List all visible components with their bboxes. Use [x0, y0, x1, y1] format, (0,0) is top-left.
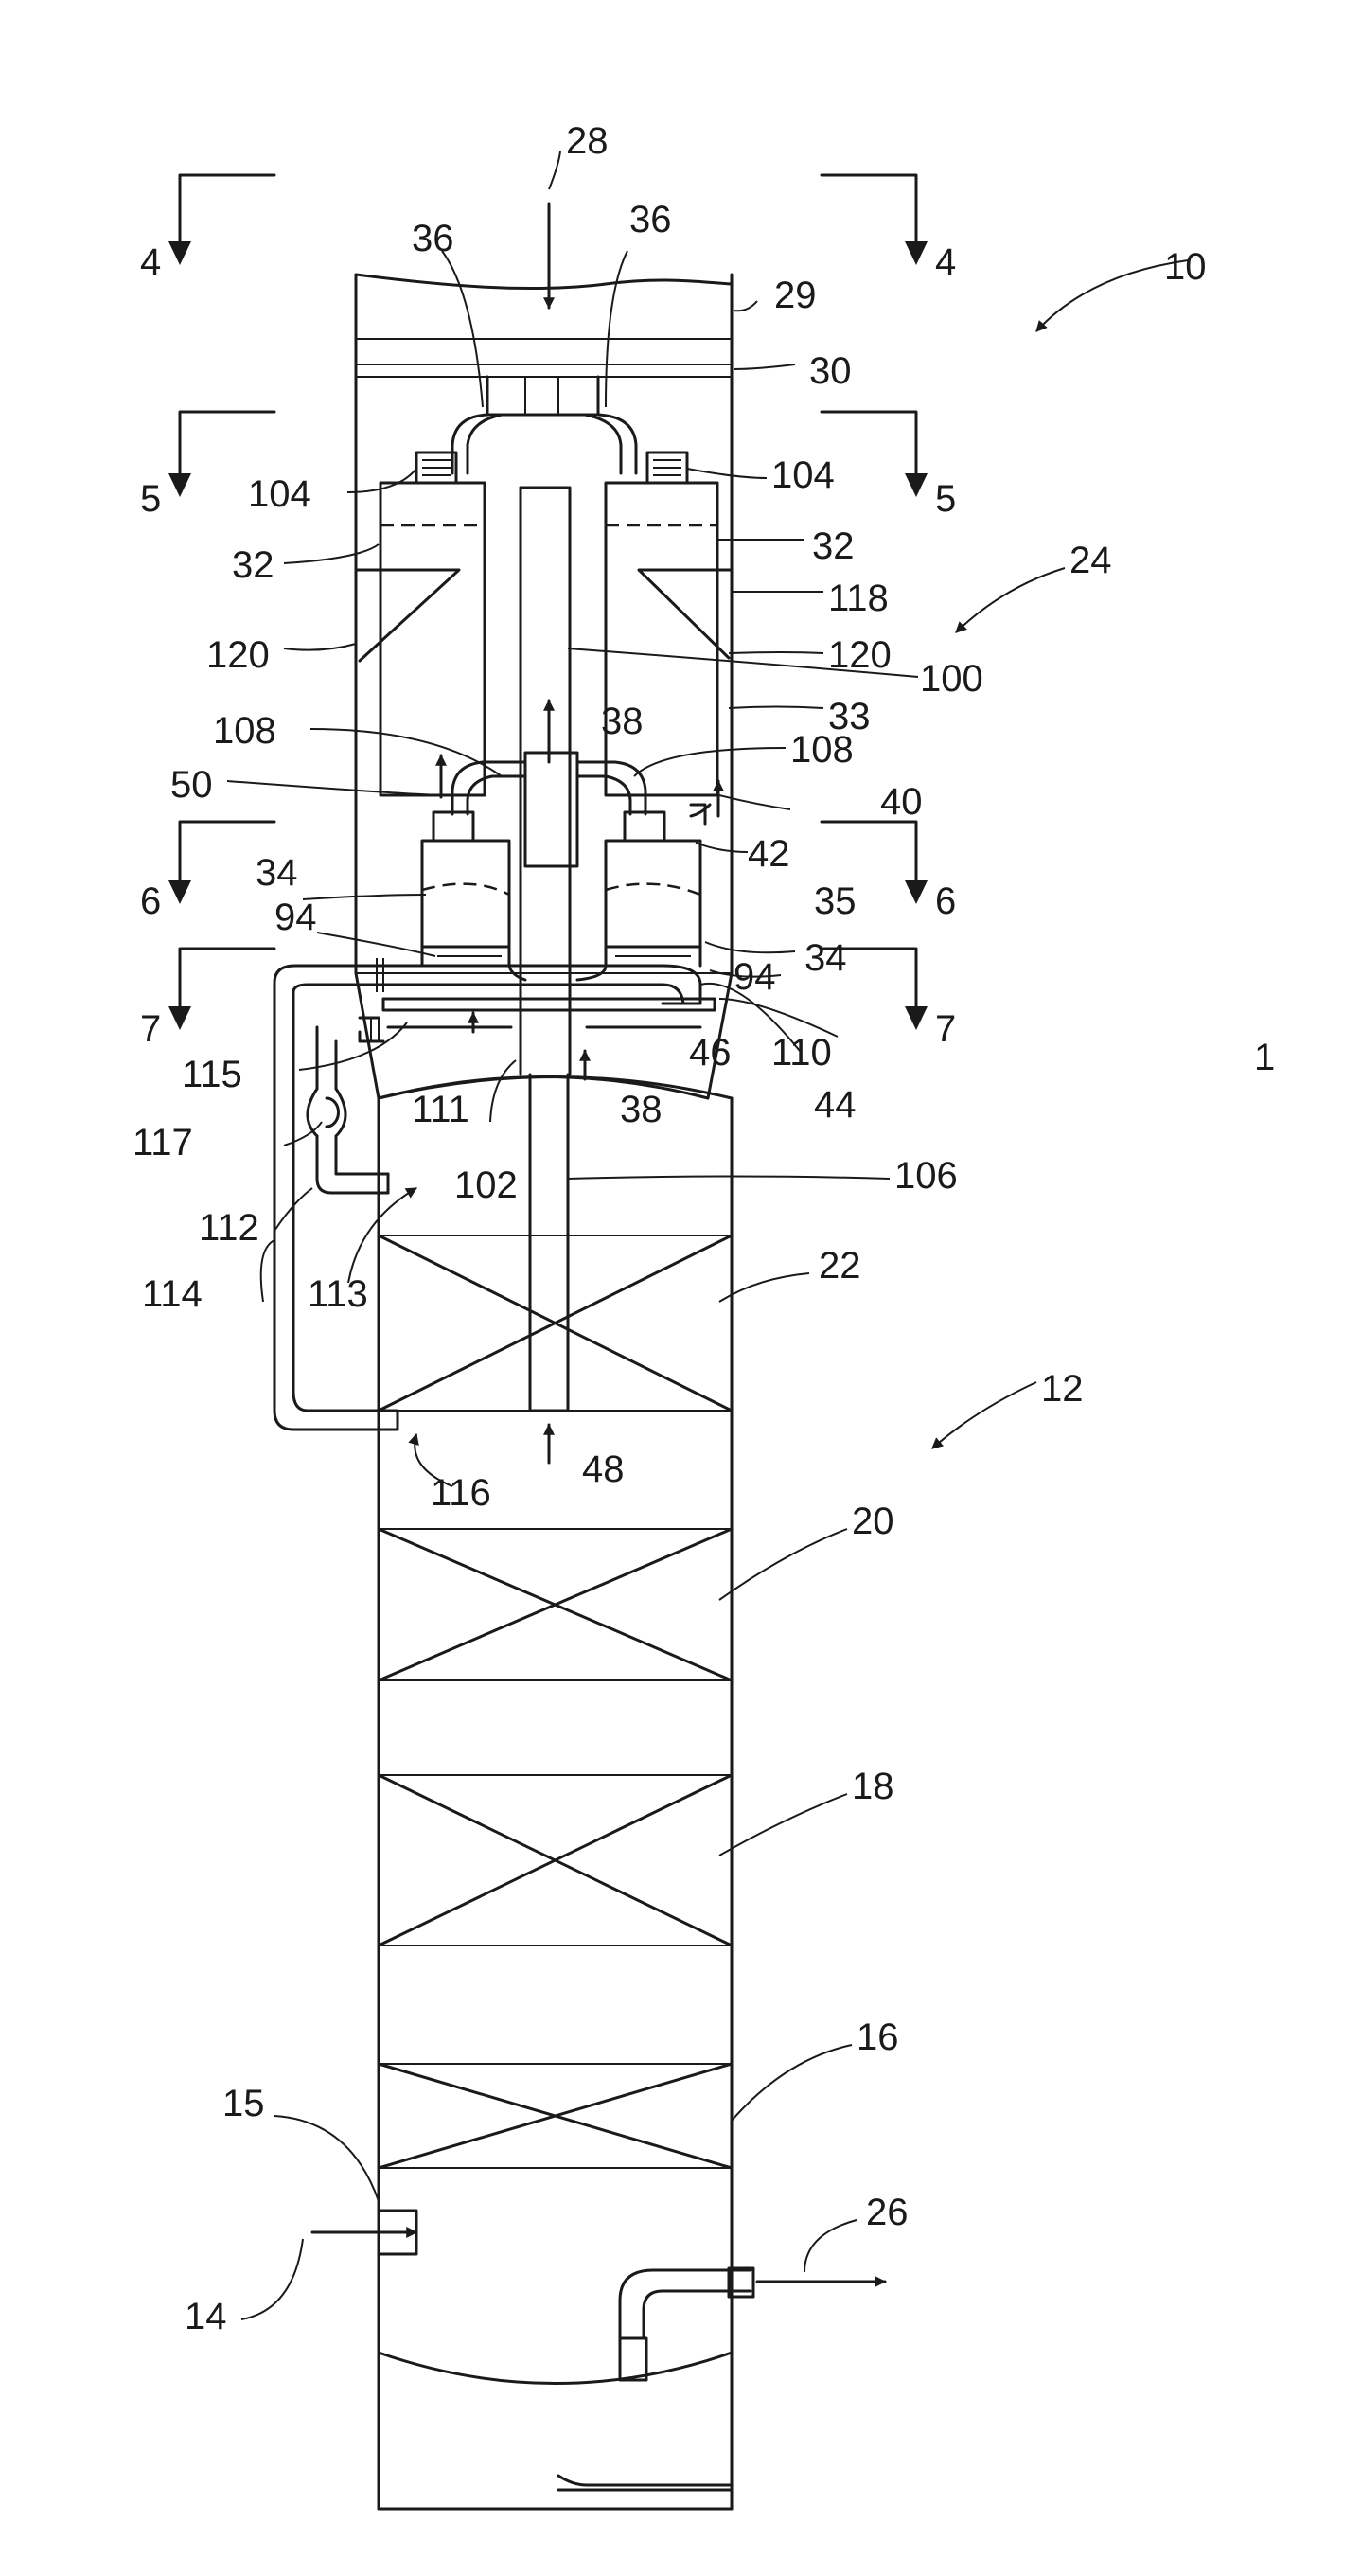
label-106: 106 — [894, 1155, 958, 1197]
label-6-left: 6 — [140, 880, 161, 922]
label-112: 112 — [199, 1207, 259, 1249]
label-116: 116 — [431, 1472, 491, 1514]
label-10: 10 — [1164, 246, 1207, 288]
label-46: 46 — [689, 1032, 732, 1074]
label-24: 24 — [1069, 540, 1112, 581]
label-1: 1 — [1254, 1037, 1275, 1078]
label-110: 110 — [771, 1032, 832, 1074]
reference-numerals: 28 4 4 36 36 10 29 30 5 5 104 104 32 32 … — [133, 120, 1275, 2337]
label-40: 40 — [880, 781, 923, 823]
label-104-right: 104 — [771, 454, 835, 496]
central-riser — [521, 488, 577, 1411]
upper-vessel — [356, 275, 732, 1098]
label-108-left: 108 — [213, 710, 276, 752]
label-38-upper: 38 — [601, 701, 644, 742]
inlet-distributor — [416, 377, 687, 483]
label-7-right: 7 — [935, 1008, 956, 1050]
label-5-right: 5 — [935, 478, 956, 520]
label-6-right: 6 — [935, 880, 956, 922]
label-5-left: 5 — [140, 478, 161, 520]
label-108-right: 108 — [790, 729, 854, 771]
label-114: 114 — [142, 1273, 203, 1315]
label-115: 115 — [182, 1054, 242, 1095]
label-48: 48 — [582, 1448, 625, 1490]
label-32-left: 32 — [232, 544, 274, 586]
label-32-right: 32 — [812, 525, 855, 567]
label-29: 29 — [774, 275, 817, 316]
label-18: 18 — [852, 1766, 894, 1807]
label-7-left: 7 — [140, 1008, 161, 1050]
label-22: 22 — [819, 1245, 861, 1287]
flow-arrows — [312, 204, 885, 2282]
label-100: 100 — [920, 658, 983, 700]
label-20: 20 — [852, 1501, 894, 1542]
label-120-right: 120 — [828, 634, 892, 676]
label-102: 102 — [454, 1164, 518, 1206]
upper-catalyst-beds — [356, 483, 732, 795]
product-outlet — [620, 2268, 753, 2380]
label-16: 16 — [857, 2016, 899, 2058]
lower-vessel — [379, 1077, 732, 2510]
label-111: 111 — [412, 1089, 469, 1130]
label-34-right: 34 — [804, 937, 847, 979]
label-38-lower: 38 — [620, 1089, 663, 1130]
transfer-piping — [274, 958, 715, 1041]
label-26: 26 — [866, 2192, 909, 2233]
label-94-left: 94 — [274, 897, 317, 938]
label-94-right: 94 — [734, 956, 776, 998]
label-35: 35 — [814, 880, 857, 922]
label-36-left: 36 — [412, 218, 454, 259]
label-120-left: 120 — [206, 634, 270, 676]
label-44: 44 — [814, 1084, 857, 1126]
label-4-right: 4 — [935, 241, 956, 283]
label-118: 118 — [828, 577, 889, 619]
label-36-right: 36 — [629, 199, 672, 240]
label-30: 30 — [809, 350, 852, 392]
label-4-left: 4 — [140, 241, 161, 283]
label-117: 117 — [133, 1122, 193, 1164]
label-34-left: 34 — [256, 852, 298, 894]
label-113: 113 — [308, 1273, 368, 1315]
label-15: 15 — [222, 2083, 265, 2124]
label-14: 14 — [185, 2296, 227, 2337]
label-12: 12 — [1041, 1368, 1084, 1410]
label-50: 50 — [170, 764, 213, 806]
label-104-left: 104 — [248, 473, 311, 515]
label-42: 42 — [748, 833, 790, 875]
label-28: 28 — [566, 120, 609, 162]
